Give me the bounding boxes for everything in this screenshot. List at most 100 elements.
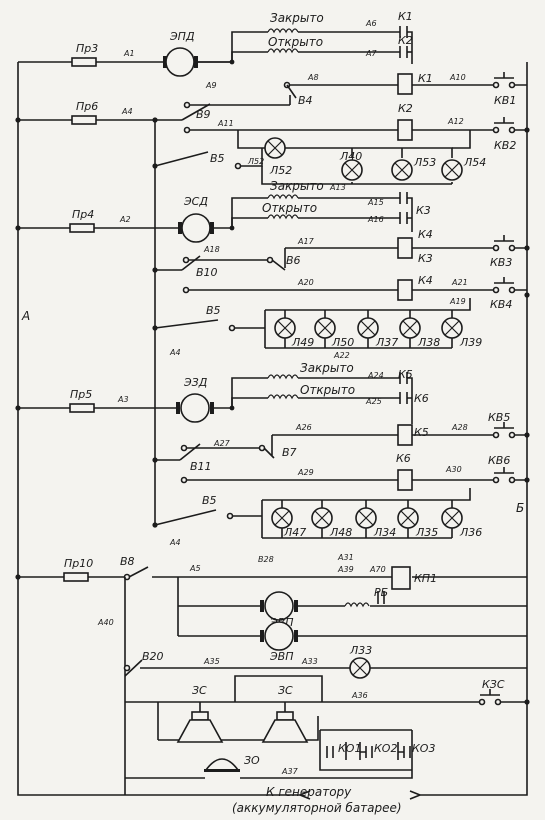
svg-text:А70: А70: [369, 565, 386, 574]
svg-text:К6: К6: [396, 452, 411, 465]
siren-zs-2: ЗС: [261, 684, 309, 743]
relay-coil-kp1: [391, 566, 411, 590]
lamp-l53: Л53: [391, 156, 436, 181]
svg-text:Л50: Л50: [331, 336, 354, 349]
motor-evp-2: ЭВП: [260, 621, 298, 663]
svg-text:К2: К2: [398, 102, 413, 115]
svg-text:Пр5: Пр5: [70, 388, 92, 401]
svg-text:ЭВП: ЭВП: [269, 650, 294, 663]
svg-text:В28: В28: [258, 555, 274, 564]
svg-text:ЭПД: ЭПД: [169, 30, 195, 43]
svg-text:А35: А35: [203, 657, 220, 666]
motor-ezd: ЭЗД: [176, 376, 214, 423]
limit-switch-kzs: КЗС: [478, 678, 505, 706]
relay-coil-k1: [397, 73, 413, 95]
switch-v11: В11: [179, 443, 212, 484]
switch-v7: В7: [258, 435, 297, 459]
block3-wiring: [155, 434, 527, 481]
relay-coil-k6: [397, 469, 413, 491]
svg-text:КВ3: КВ3: [490, 256, 512, 269]
svg-text:А22: А22: [333, 351, 350, 360]
svg-text:Л52: Л52: [269, 164, 292, 177]
svg-text:К4: К4: [418, 274, 433, 287]
svg-text:А21: А21: [451, 278, 468, 287]
svg-text:А29: А29: [297, 468, 314, 477]
svg-text:В7: В7: [282, 446, 297, 459]
svg-text:Закрыто: Закрыто: [300, 361, 354, 375]
motor-epd: ЭПД: [163, 30, 198, 77]
svg-text:КВ2: КВ2: [494, 139, 516, 152]
relay-coil-k5: [397, 424, 413, 446]
button-ko2: КО2: [359, 742, 397, 760]
lamp-l52: Л52: [264, 137, 292, 177]
relay-labels: К1 К2 К1 К2 К3 К4 К3 К4 К5 К6 К5 К6 КП1: [396, 10, 437, 585]
svg-text:Пр10: Пр10: [64, 557, 93, 570]
svg-text:Л48: Л48: [329, 526, 352, 539]
block1-lamp-wiring: [237, 130, 471, 185]
svg-text:Л38: Л38: [417, 336, 440, 349]
svg-text:В10: В10: [196, 266, 218, 279]
lamp-l39: Л39: [441, 317, 482, 349]
lamp-l47: Л47: [271, 507, 306, 539]
svg-text:А27: А27: [213, 439, 231, 448]
limit-switch-kv1: КВ1: [492, 72, 516, 107]
svg-text:А3: А3: [117, 395, 129, 404]
svg-text:Л37: Л37: [375, 336, 398, 349]
lamp-l34: Л34: [355, 507, 396, 539]
svg-text:Л33: Л33: [349, 644, 372, 657]
relay-contact-rb: РБ: [374, 586, 388, 604]
svg-text:А16: А16: [367, 215, 384, 224]
svg-text:А36: А36: [351, 691, 368, 700]
fuse-pr6: Пр6: [71, 100, 98, 125]
svg-text:Л34: Л34: [373, 526, 396, 539]
limit-switch-kv5: КВ5: [488, 411, 516, 439]
svg-text:К генератору: К генератору: [266, 785, 352, 799]
svg-text:А37: А37: [281, 767, 299, 776]
svg-text:РБ: РБ: [374, 586, 388, 599]
svg-text:Л47: Л47: [283, 526, 306, 539]
svg-text:В20: В20: [142, 650, 164, 663]
svg-text:ЗО: ЗО: [244, 754, 260, 767]
block2-wiring: [155, 247, 527, 291]
svg-text:Закрыто: Закрыто: [270, 179, 324, 193]
bell-wiring: [125, 729, 413, 779]
svg-text:В11: В11: [190, 460, 212, 473]
svg-text:КО1: КО1: [338, 742, 361, 755]
svg-text:Л53: Л53: [413, 156, 436, 169]
fuse-pr3: Пр3: [71, 42, 98, 67]
block2-lamp-wiring: [265, 298, 471, 349]
lamp-l40: Л40: [339, 150, 363, 181]
svg-text:А: А: [21, 309, 30, 323]
esd-field-wiring: [214, 192, 413, 232]
switch-v5-block3: В5: [154, 494, 263, 538]
svg-text:А20: А20: [297, 278, 314, 287]
svg-text:Л39: Л39: [459, 336, 482, 349]
svg-text:В4: В4: [298, 94, 313, 107]
svg-text:А15: А15: [367, 198, 384, 207]
relay-coil-k3: [397, 237, 413, 259]
svg-text:Пр6: Пр6: [76, 100, 98, 113]
svg-text:А2: А2: [119, 215, 131, 224]
svg-text:А13: А13: [329, 183, 346, 192]
siren-zs-1: ЗС: [176, 684, 224, 743]
svg-text:К3: К3: [418, 252, 433, 265]
svg-text:КЗС: КЗС: [482, 678, 505, 691]
svg-text:К5: К5: [414, 426, 429, 439]
svg-text:А17: А17: [297, 237, 315, 246]
svg-text:ЗС: ЗС: [278, 684, 293, 697]
svg-text:Л40: Л40: [339, 150, 362, 163]
svg-text:А24: А24: [367, 371, 384, 380]
relay-coil-k2: [397, 119, 413, 141]
svg-text:А4: А4: [121, 107, 133, 116]
svg-text:А1: А1: [123, 49, 135, 58]
svg-text:А40: А40: [97, 618, 114, 627]
svg-text:КП1: КП1: [414, 572, 437, 585]
epd-field-wiring: [198, 28, 413, 64]
svg-text:Закрыто: Закрыто: [270, 11, 324, 25]
svg-text:А9: А9: [205, 81, 217, 90]
svg-text:Л54: Л54: [463, 156, 486, 169]
svg-text:Открыто: Открыто: [262, 201, 317, 215]
svg-text:А19: А19: [449, 297, 466, 306]
svg-text:КВ5: КВ5: [488, 411, 510, 424]
